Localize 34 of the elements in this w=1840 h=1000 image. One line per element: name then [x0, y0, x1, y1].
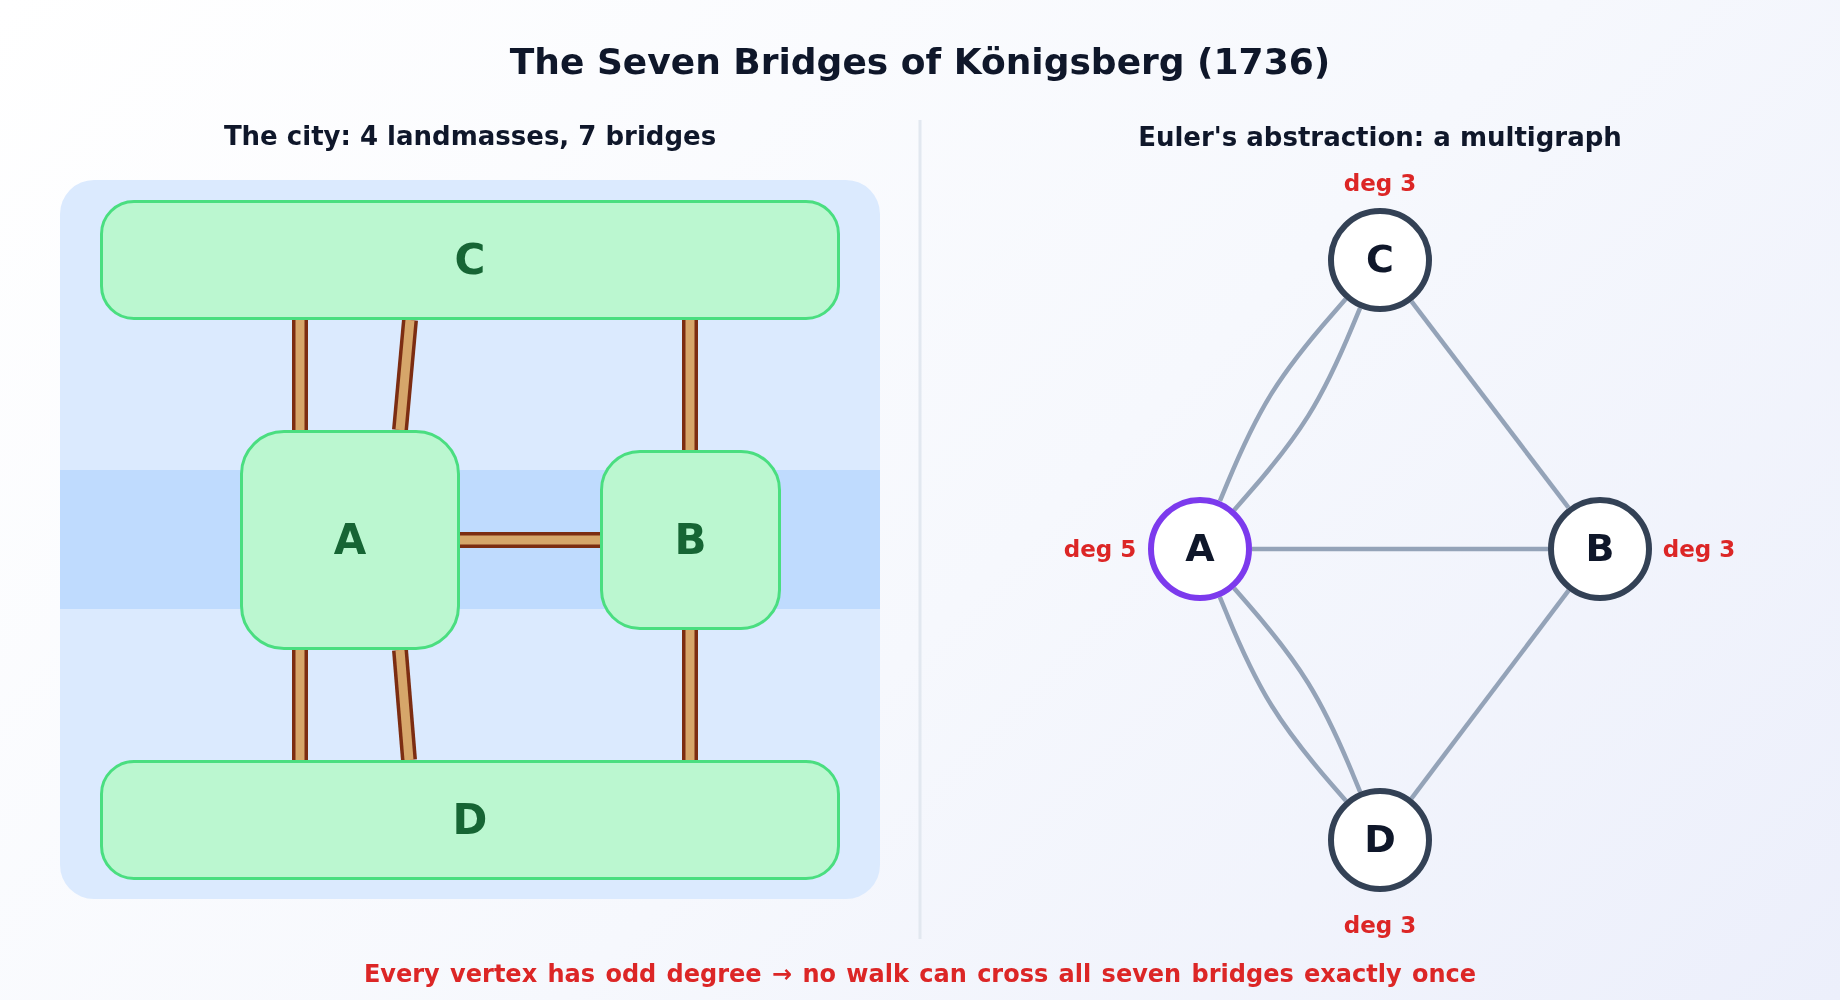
conclusion-note: Every vertex has odd degree → no walk can cross all seven bridges exactly once	[363, 961, 1477, 989]
degree-label: deg 3	[1343, 911, 1417, 939]
bridge	[392, 649, 417, 761]
bridge	[292, 650, 308, 760]
vertex-label: A	[1185, 528, 1215, 570]
landmass-region	[240, 430, 460, 650]
landmass-label: A	[333, 516, 367, 564]
graph-edge	[1252, 546, 1548, 552]
landmass-label: D	[452, 796, 488, 844]
landmass-label: B	[674, 516, 707, 564]
graph-edge	[1409, 589, 1571, 800]
landmass-label: C	[454, 236, 486, 284]
vertex-label: D	[1364, 819, 1396, 861]
landmass-region	[100, 760, 840, 880]
vertex-label: C	[1366, 239, 1394, 281]
bridge	[460, 532, 600, 548]
graph-edge	[1232, 307, 1363, 512]
section-title: Euler's abstraction: a multigraph	[1138, 123, 1622, 153]
graph-edge	[1232, 586, 1363, 793]
degree-label: deg 3	[1662, 535, 1736, 563]
graph-edge	[1217, 297, 1348, 502]
graph-edge	[1217, 596, 1348, 803]
bridge	[682, 630, 698, 760]
degree-label: deg 5	[1063, 535, 1137, 563]
bridge	[682, 320, 698, 450]
landmass-region	[100, 200, 840, 320]
graph-edge	[1409, 300, 1571, 509]
landmass-region	[600, 450, 781, 630]
title: The Seven Bridges of Königsberg (1736)	[509, 41, 1331, 83]
panel-title: The city: 4 landmasses, 7 bridges	[223, 122, 717, 152]
bridge	[392, 319, 418, 431]
vertex-label: B	[1585, 528, 1615, 570]
degree-label: deg 3	[1343, 169, 1417, 197]
bridge	[292, 320, 308, 430]
